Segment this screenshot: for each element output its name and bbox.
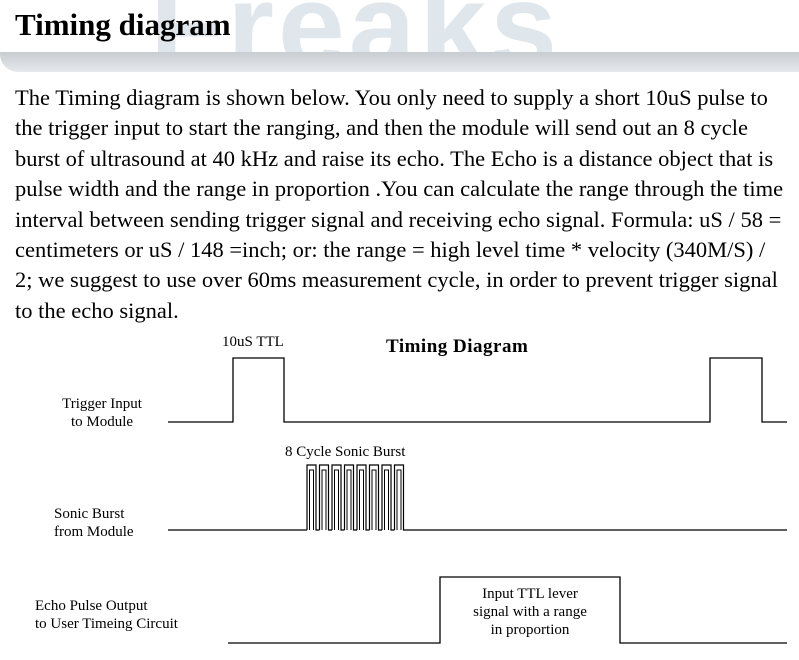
diagram-title: Timing Diagram <box>386 336 529 357</box>
burst-pulse-inner <box>334 469 339 530</box>
echo-note-label: Input TTL lever signal with a range in p… <box>473 586 587 638</box>
burst-pulse-inner <box>309 469 314 530</box>
burst-pulse <box>318 464 332 531</box>
burst-pulse-inner <box>371 469 377 530</box>
burst-pulse <box>331 464 345 531</box>
burst-pulse-inner <box>321 469 327 530</box>
pulse-width-label: 10uS TTL <box>222 334 284 350</box>
trigger-input-label: Trigger Input to Module <box>62 396 142 430</box>
burst-pulse <box>356 464 370 531</box>
burst-pulse-inner <box>384 469 389 530</box>
sonic-burst-pulses <box>306 464 407 531</box>
burst-pulse-inner <box>359 469 364 530</box>
burst-label: 8 Cycle Sonic Burst <box>285 444 406 460</box>
sonic-burst-label: Sonic Burst from Module <box>54 506 134 540</box>
burst-pulse <box>368 464 382 531</box>
body-paragraph: The Timing diagram is shown below. You o… <box>15 85 784 323</box>
echo-signal-line <box>228 576 787 644</box>
burst-pulse <box>393 464 407 531</box>
burst-pulse <box>343 464 357 531</box>
echo-output-label: Echo Pulse Output to User Timeing Circui… <box>35 598 178 632</box>
timing-diagram: 10uS TTL Timing Diagram Trigger Input to… <box>0 325 799 660</box>
watermark-bar <box>0 52 799 72</box>
page-title: Timing diagram <box>15 7 231 42</box>
timing-diagram-svg <box>168 357 787 644</box>
burst-pulse <box>381 464 395 531</box>
burst-pulse-inner <box>396 469 402 530</box>
trigger-signal-line <box>168 357 787 423</box>
burst-pulse-inner <box>346 469 352 530</box>
burst-pulse <box>306 464 320 531</box>
